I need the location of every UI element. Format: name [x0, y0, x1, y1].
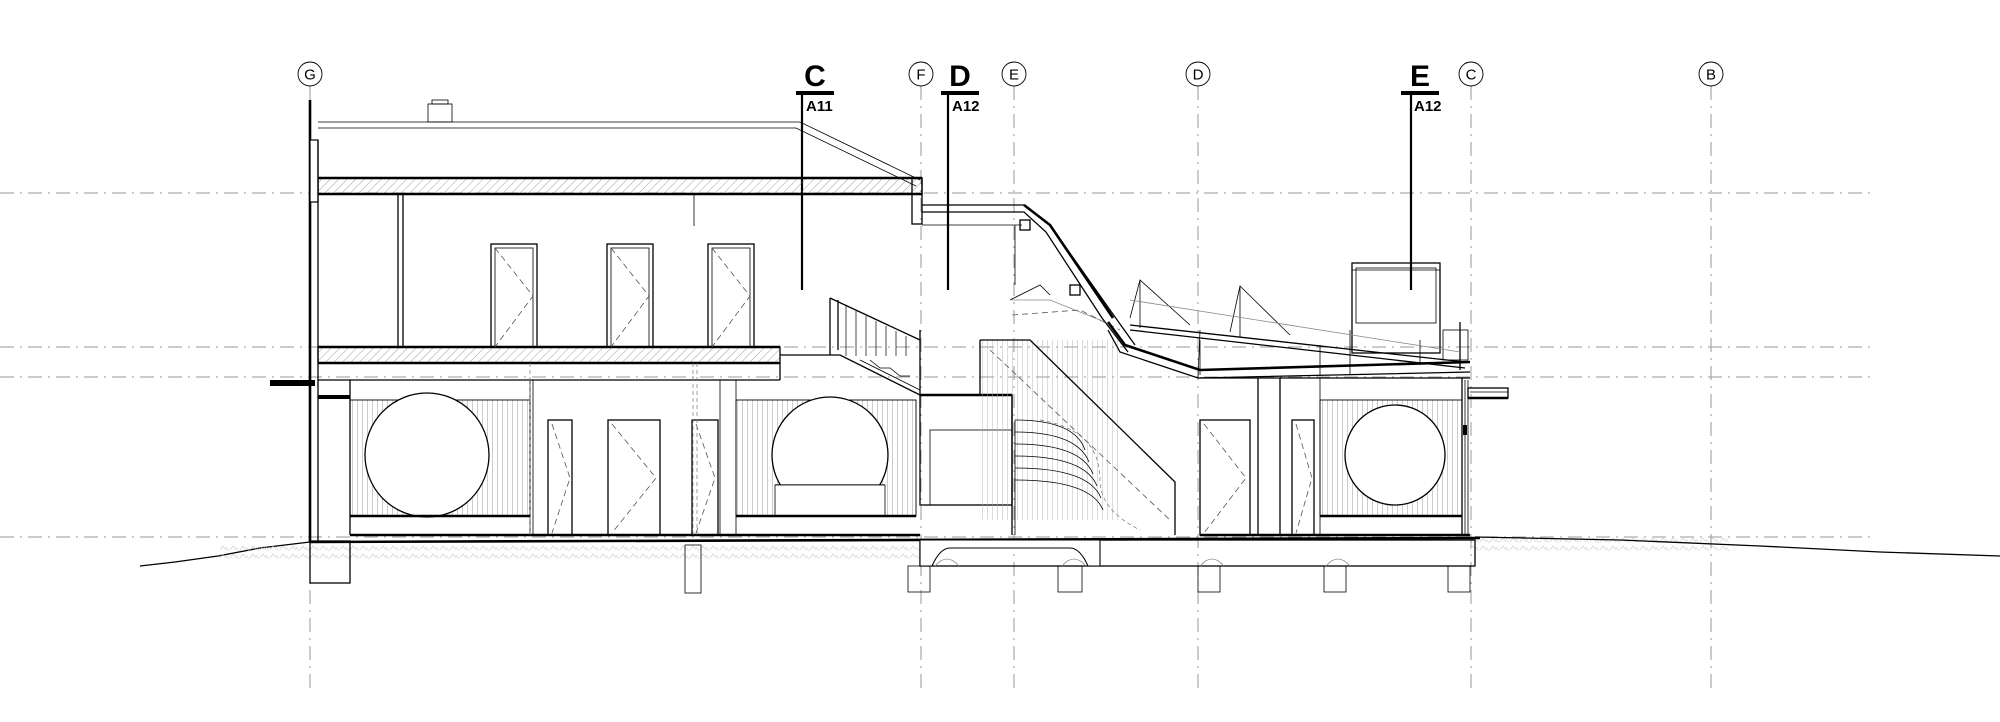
section-marker-c: C A11 [796, 60, 834, 290]
section-sheet-c: A11 [806, 98, 833, 115]
parapet-rails [1129, 299, 1461, 379]
left-building-walls [270, 100, 781, 542]
section-sheet-e: A12 [1414, 98, 1442, 115]
foundations [309, 539, 1476, 594]
grid-label-e: E [1009, 67, 1019, 84]
bridge-ramp [922, 203, 1136, 353]
upper-stair [780, 297, 921, 396]
grid-bubble-b: B [1698, 61, 1724, 87]
grid-bubble-g: G [297, 61, 323, 87]
grid-bubble-c: C [1458, 61, 1484, 87]
lower-level-mid [735, 396, 917, 518]
grid-bubble-f: F [908, 61, 934, 87]
section-letter-d: D [949, 60, 971, 93]
section-letter-c: C [804, 60, 826, 93]
upper-doors [490, 243, 755, 348]
grid-label-g: G [304, 67, 316, 84]
section-sheet-d: A12 [952, 98, 980, 115]
grid-bubble-e: E [1001, 61, 1027, 87]
grid-bubble-d: D [1185, 61, 1211, 87]
section-marker-d: D A12 [941, 60, 980, 290]
section-marker-e: E A12 [1401, 60, 1442, 290]
section-letter-e: E [1410, 60, 1430, 93]
lower-level-left [318, 363, 920, 537]
level-lines [0, 192, 1870, 538]
right-building-roof [1106, 262, 1471, 379]
grid-label-c: C [1466, 67, 1477, 84]
grid-label-b: B [1706, 67, 1716, 84]
left-building-roof [317, 99, 923, 226]
right-building-lower [1199, 378, 1509, 537]
central-stair-block [919, 339, 1176, 535]
ground [139, 536, 2000, 567]
grid-label-f: F [916, 67, 925, 84]
grid-label-d: D [1193, 67, 1204, 84]
